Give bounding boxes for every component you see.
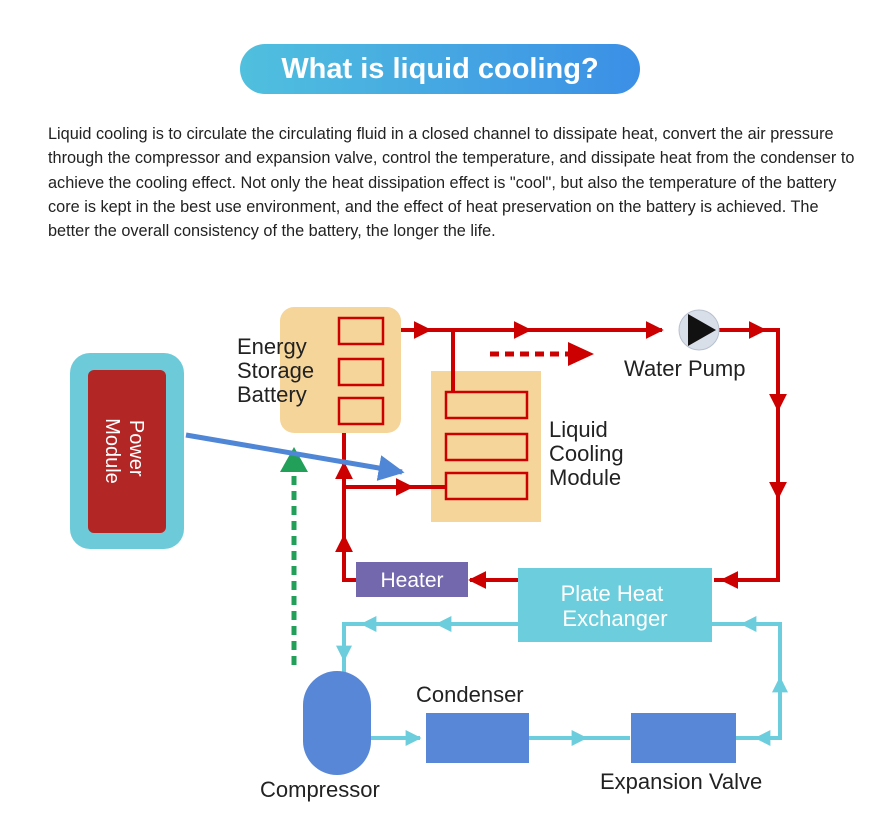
battery-label: Energy Storage Battery [237,334,320,407]
condenser [426,713,529,763]
expansion-valve-label: Expansion Valve [600,769,762,794]
water-pump [678,309,720,351]
page-title: What is liquid cooling? [240,44,640,94]
power-arrow [185,432,405,481]
water-pump-label: Water Pump [624,356,745,381]
power-module: Power Module [70,353,184,549]
energy-storage-battery [280,307,401,433]
heater-label: Heater [380,569,443,592]
play-icon [688,314,716,346]
liquid-cooling-module [431,371,541,522]
compressor [303,671,371,775]
expansion-valve [631,713,736,763]
flow-direction-arrow [490,342,594,366]
power-module-label: Power Module [101,418,147,484]
heater: Heater [356,562,468,597]
cooling-module-label: Liquid Cooling Module [549,417,630,490]
green-flow-arrow [280,447,308,665]
refrigerant-loop [336,616,788,746]
hot-coolant-loop [335,321,787,589]
plate-heat-exchanger: Plate Heat Exchanger [518,568,712,642]
compressor-label: Compressor [260,777,380,802]
intro-paragraph: Liquid cooling is to circulate the circu… [48,125,855,241]
condenser-label: Condenser [416,682,524,707]
plate-heat-exchanger-label: Plate Heat Exchanger [561,581,670,631]
